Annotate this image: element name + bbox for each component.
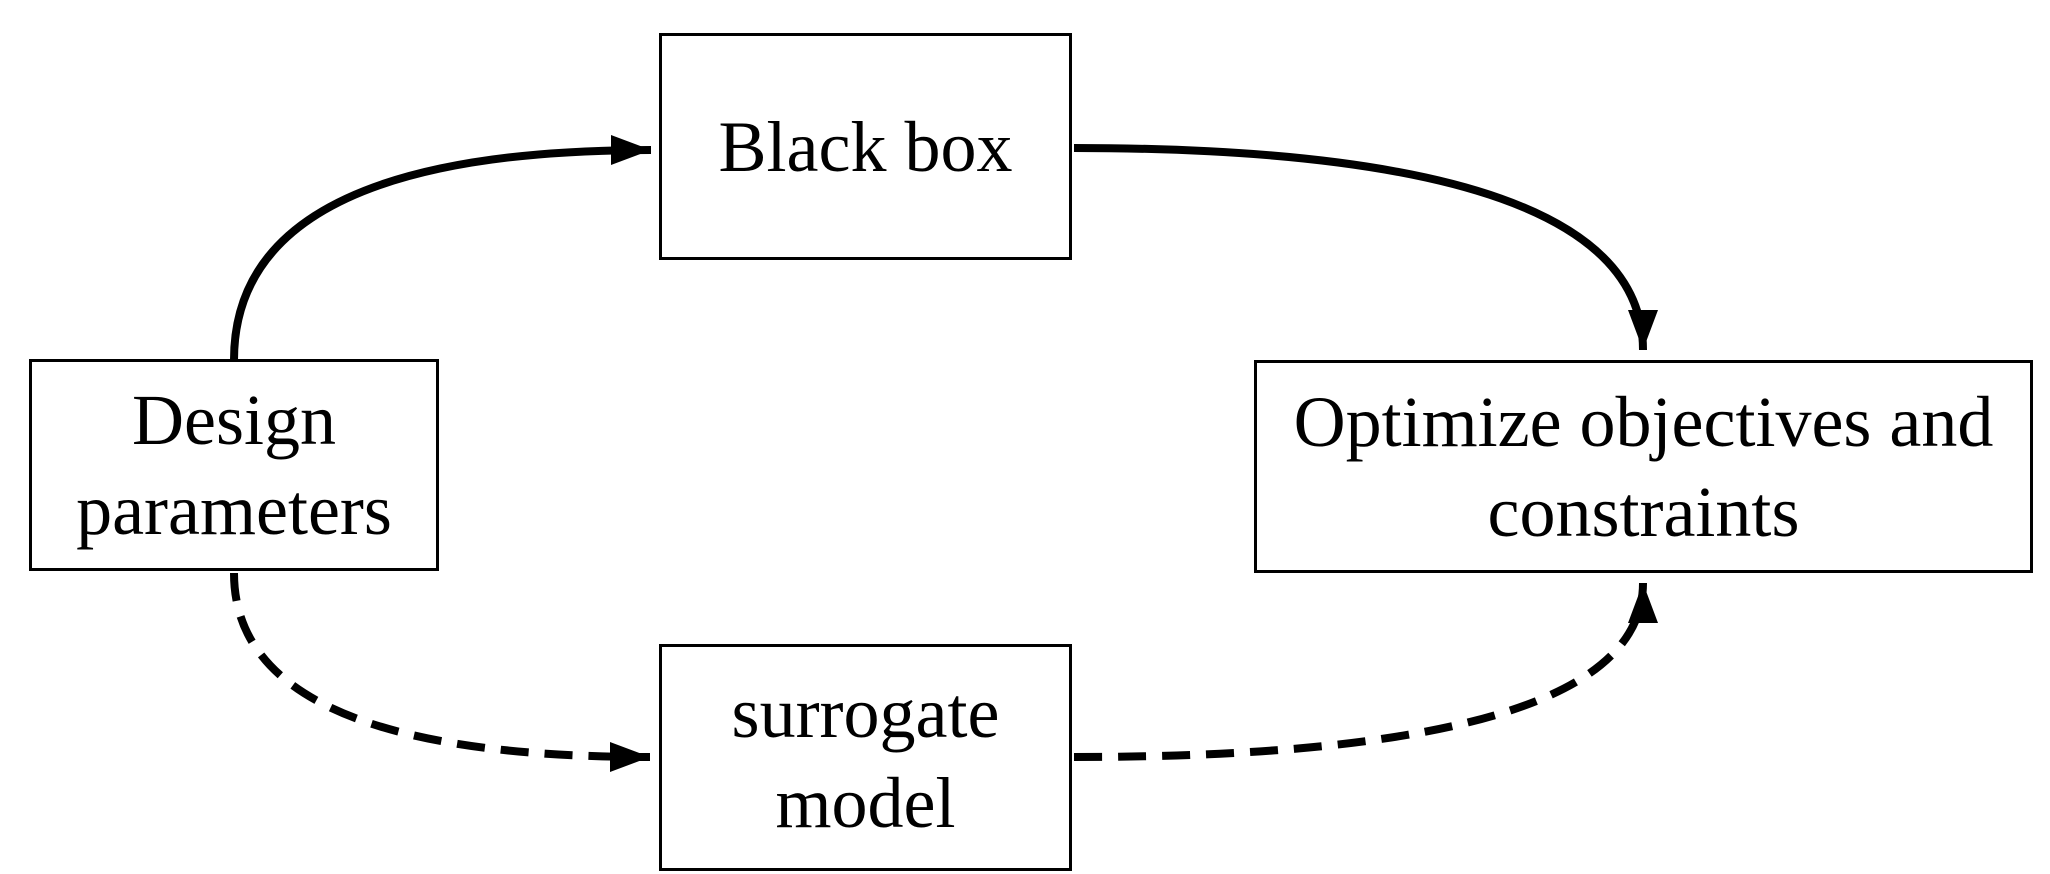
node-black-box: Black box: [659, 33, 1072, 260]
node-optimize-objectives-label-line1: Optimize objectives and: [1293, 381, 1994, 462]
arrow-black-box-to-optimize: [1073, 144, 1658, 351]
node-optimize-objectives-label-line2: constraints: [1487, 471, 1800, 552]
node-surrogate-model: surrogate model: [659, 644, 1072, 871]
node-optimize-objectives: Optimize objectives and constraints: [1254, 360, 2033, 573]
node-black-box-label: Black box: [718, 106, 1013, 187]
arrow-surrogate-model-to-optimize: [1073, 582, 1658, 761]
arrow-design-parameters-to-black-box: [230, 135, 652, 361]
arrow-design-parameters-to-surrogate-model: [230, 572, 651, 772]
node-design-parameters-label-line2: parameters: [76, 470, 392, 550]
node-design-parameters: Design parameters: [29, 359, 439, 571]
node-surrogate-model-label-line2: model: [775, 762, 956, 843]
node-surrogate-model-label-line1: surrogate: [731, 672, 1000, 753]
node-design-parameters-label-line1: Design: [132, 380, 336, 460]
